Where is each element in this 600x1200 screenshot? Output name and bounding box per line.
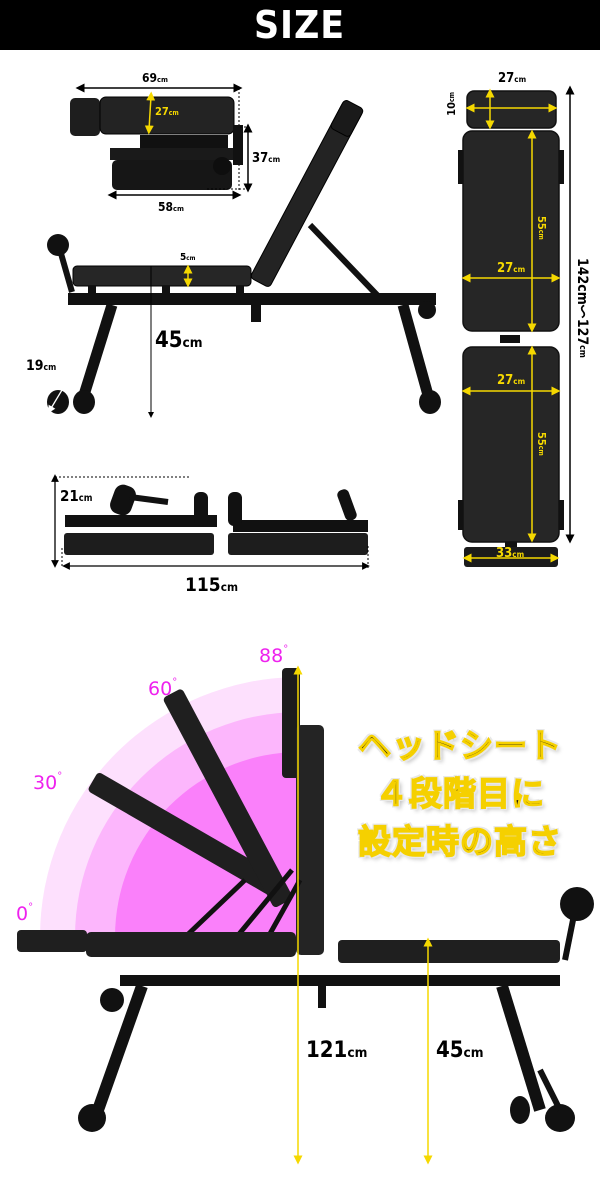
callout-line-2: ４段階目に — [374, 773, 545, 814]
seat-height-label: 45cm — [155, 328, 203, 353]
seat-pad-width-label: 27cm — [497, 373, 526, 388]
incline-bench — [17, 665, 594, 1165]
leg-roller-label: 19cm — [26, 358, 57, 374]
pad-thickness-label: 5cm — [180, 252, 196, 263]
side-view-bench — [47, 100, 441, 418]
folded-flat-bench — [51, 474, 370, 570]
incline-seat-height-label: 45cm — [436, 1038, 484, 1063]
top-view-bench — [458, 85, 575, 567]
folded-compact-bench — [70, 83, 253, 200]
callout-line-1: ヘッドシート — [357, 725, 562, 766]
foot-width-label: 33cm — [496, 546, 525, 561]
headrest-width-label: 27cm — [498, 71, 527, 86]
headrest-height-callout: ヘッドシート ４段階目に 設定時の高さ — [352, 722, 568, 866]
size-title: SIZE — [254, 3, 346, 47]
flat-height-label: 21cm — [60, 487, 93, 505]
headrest-height-label: 121cm — [306, 1038, 368, 1063]
seat-pad-length-label: 55cm — [535, 432, 548, 456]
flat-length-label: 115cm — [185, 574, 238, 596]
folded-height-label: 37cm — [252, 151, 281, 166]
incline-angle-arcs — [40, 677, 300, 937]
angle-60-label: 60° — [148, 677, 178, 700]
folded-length-label: 69cm — [142, 71, 168, 85]
angle-0-label: 0° — [16, 902, 34, 925]
callout-line-3: 設定時の高さ — [357, 821, 562, 862]
back-pad-length-label: 55cm — [535, 216, 548, 240]
back-pad-width-label: 27cm — [497, 261, 526, 276]
folded-base-length-label: 58cm — [158, 200, 184, 214]
angle-30-label: 30° — [33, 771, 63, 794]
total-length-label: 142cm～127cm — [574, 258, 590, 358]
folded-seat-width-label: 27cm — [155, 105, 179, 118]
headrest-depth-label: 10cm — [445, 92, 458, 116]
angle-88-label: 88° — [259, 644, 289, 667]
size-header-bar: SIZE — [0, 0, 600, 50]
